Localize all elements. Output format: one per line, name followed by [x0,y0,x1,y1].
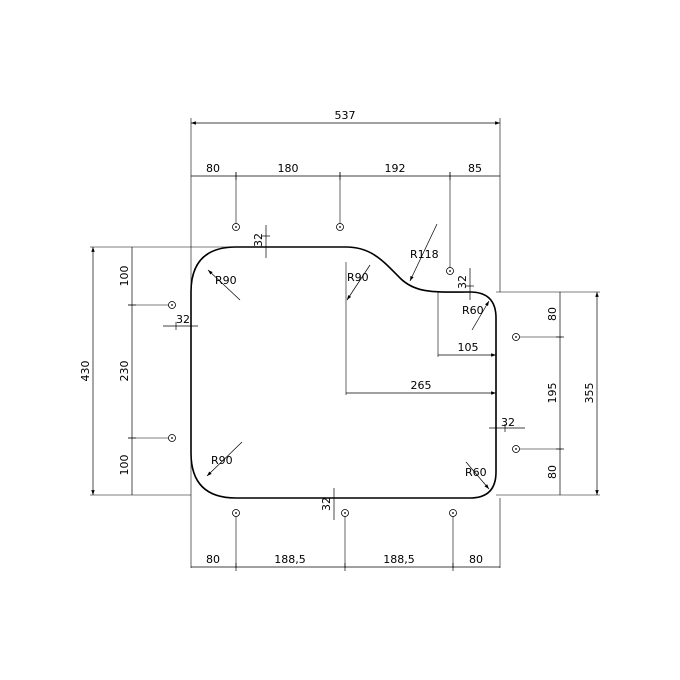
label-left-height: 430 [79,361,92,382]
label-bottom-seg-2: 188,5 [274,553,306,566]
label-bottom-seg-4: 80 [469,553,483,566]
right-chain-ticks [556,336,564,450]
label-radius-inner-top: R90 [347,271,369,284]
label-top-seg-1: 80 [206,162,220,175]
label-bottom-seg-3: 188,5 [383,553,415,566]
label-inner-265: 265 [411,379,432,392]
label-notch-105: 105 [458,341,479,354]
label-top-seg-3: 192 [385,162,406,175]
label-right-height: 355 [583,383,596,404]
label-right-seg-3: 80 [546,465,559,479]
label-radius-bottom-right: R60 [465,466,487,479]
label-left-seg-3: 100 [118,455,131,476]
radius-leaders [206,223,490,490]
label-overall-width: 537 [335,109,356,122]
label-offset-top: 32 [252,233,265,247]
label-left-seg-2: 230 [118,361,131,382]
label-right-seg-1: 80 [546,307,559,321]
label-top-seg-4: 85 [468,162,482,175]
top-chain-ticks [235,172,451,180]
label-right-seg-2: 195 [546,383,559,404]
label-bottom-seg-1: 80 [206,553,220,566]
label-offset-left: 32 [176,313,190,326]
label-top-seg-2: 180 [278,162,299,175]
label-radius-top-left: R90 [215,274,237,287]
label-offset-bottom: 32 [320,497,333,511]
mounting-holes [168,223,520,517]
label-offset-right: 32 [501,416,515,429]
left-chain-ticks [128,304,136,439]
bottom-chain-ticks [235,563,454,571]
label-left-seg-1: 100 [118,266,131,287]
label-radius-bottom-left: R90 [211,454,233,467]
label-offset-notch: 32 [456,275,469,289]
edge-offset-marks [163,225,525,520]
extension-lines [90,118,600,568]
sink-outline [190,246,497,499]
label-radius-notch: R118 [410,248,439,261]
label-radius-notch-corner: R60 [462,304,484,317]
